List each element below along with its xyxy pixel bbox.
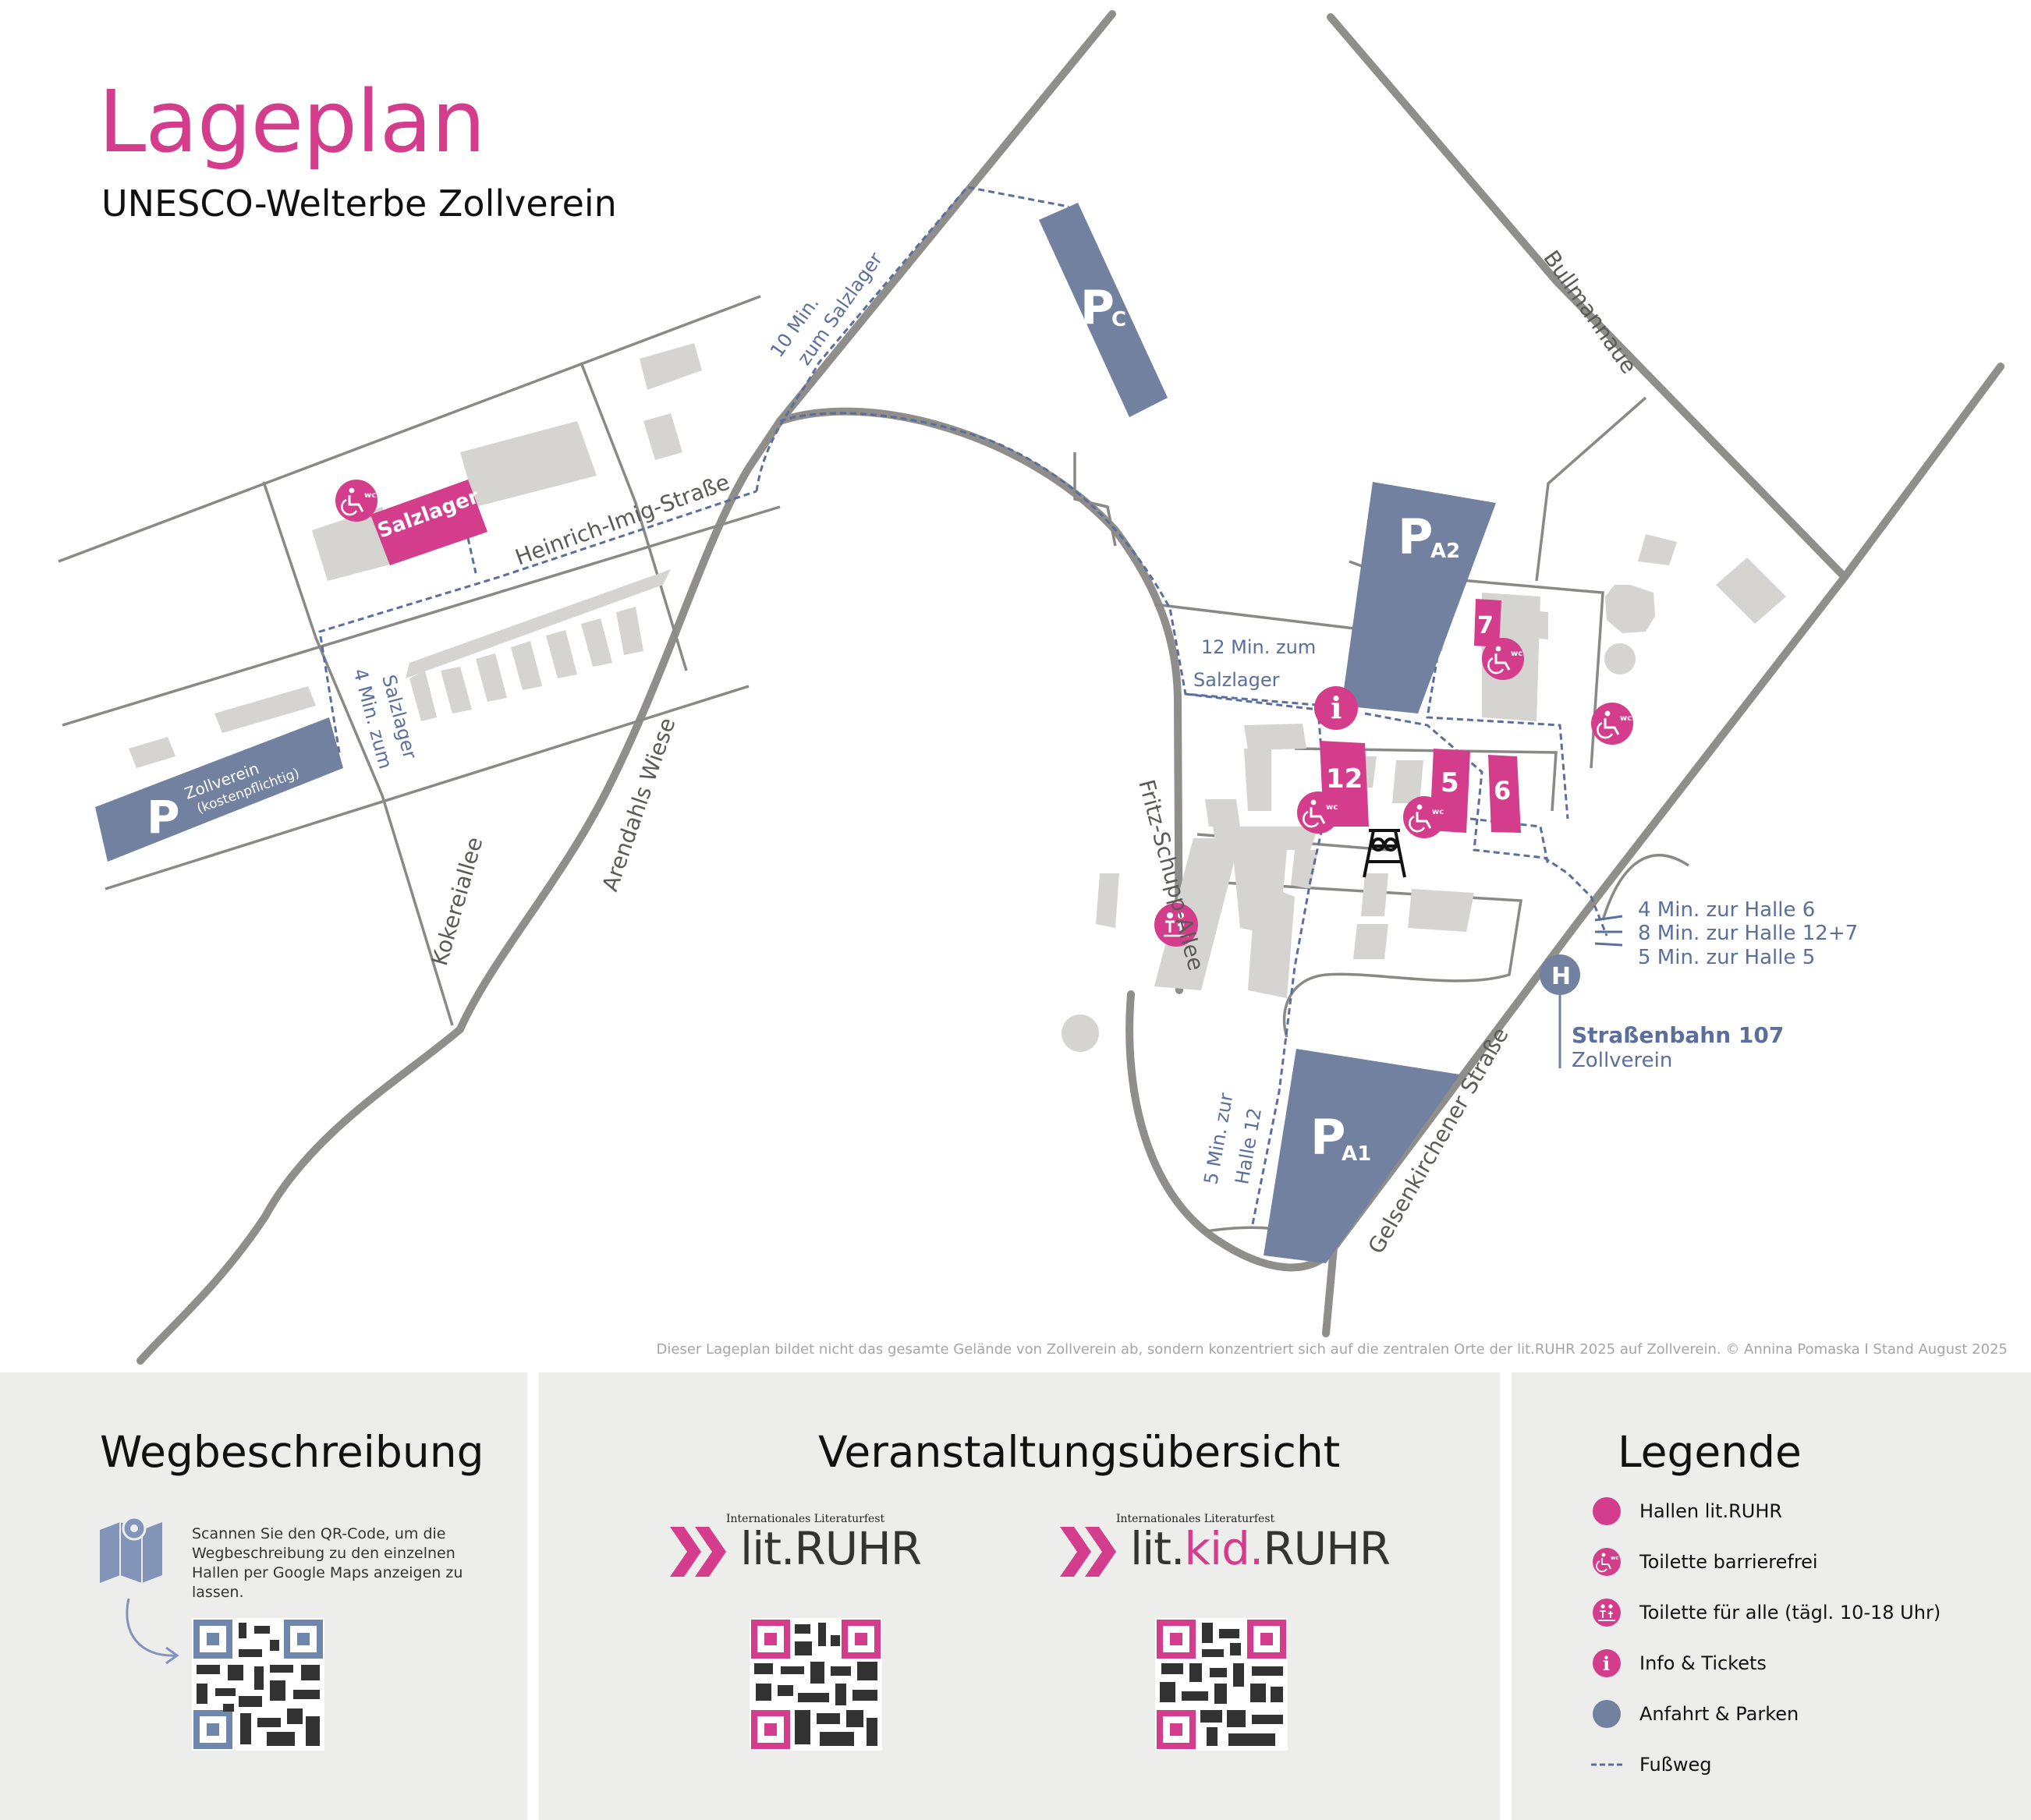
parking-letter: P: [1080, 281, 1115, 335]
legend-item: wc Toilette barrierefrei: [1590, 1546, 1818, 1577]
parking-pa2[interactable]: P A2: [1342, 482, 1496, 713]
parking-sub: A1: [1342, 1142, 1371, 1166]
map-credit: Dieser Lageplan bildet nicht das gesamte…: [656, 1341, 2008, 1358]
tram-stop-label: Zollverein: [1572, 1049, 1672, 1072]
parking-zollverein[interactable]: P Zollverein (kostenpflichtig): [95, 717, 343, 862]
hall-label: 7: [1477, 612, 1494, 639]
parking-pc[interactable]: P C: [1039, 203, 1168, 417]
svg-text:i: i: [1603, 1652, 1610, 1675]
chevron-logo-icon: [670, 1527, 726, 1577]
legend-label: Anfahrt & Parken: [1639, 1703, 1799, 1725]
dashed-line-icon: [1591, 1763, 1622, 1766]
blue-dot-icon: [1593, 1700, 1621, 1728]
tram-arrows: [1594, 915, 1623, 947]
tram-stop-icon[interactable]: H: [1540, 954, 1580, 1068]
map-pin-icon: [100, 1516, 162, 1583]
panel-wegbeschreibung: Wegbeschreibung Scannen Sie den QR-Code,…: [0, 1372, 527, 1820]
arrow-icon: [126, 1598, 179, 1665]
road-label: Kokereiallee: [427, 834, 487, 968]
info-letter: i: [1331, 690, 1342, 725]
svg-text:wc: wc: [1611, 1555, 1619, 1561]
walk-label: Salzlager: [1193, 669, 1280, 691]
accessible-toilet-icon: wc: [1593, 1548, 1621, 1576]
parking-sub: A2: [1430, 540, 1460, 563]
qr-code-wegbeschreibung[interactable]: [192, 1618, 324, 1751]
page-title: Lageplan: [98, 72, 486, 172]
legend-item: Toilette für alle (tägl. 10-18 Uhr): [1590, 1597, 1941, 1628]
hall-label: 5: [1441, 767, 1459, 798]
logo-tagline: Internationales Literaturfest: [1116, 1513, 1275, 1525]
walk-label: 8 Min. zur Halle 12+7: [1638, 922, 1858, 945]
page-subtitle: UNESCO-Welterbe Zollverein: [101, 182, 617, 225]
legend-label: Toilette für alle (tägl. 10-18 Uhr): [1639, 1602, 1941, 1623]
parking-letter: P: [147, 791, 180, 844]
logo-ruhr: RUHR: [794, 1522, 922, 1575]
road-label: Bullmannaue: [1538, 246, 1642, 378]
pink-dot-icon: [1593, 1497, 1621, 1525]
toilet-for-all-icon: [1154, 903, 1198, 947]
hall-label: 12: [1326, 763, 1363, 795]
legend-item: Anfahrt & Parken: [1590, 1698, 1799, 1730]
wegbeschreibung-text: Scannen Sie den QR-Code, um die Wegbesch…: [192, 1525, 463, 1601]
buildings: [129, 343, 1786, 1052]
logo-lit: lit.: [1130, 1522, 1185, 1575]
hall-6[interactable]: 6: [1488, 755, 1521, 833]
legend-item: Fußweg: [1590, 1749, 1711, 1780]
walk-label: 12 Min. zum: [1201, 636, 1316, 658]
walk-label: Halle 12: [1231, 1107, 1266, 1186]
panel-legende: Legende Hallen lit.RUHR wc Toilette barr…: [1512, 1372, 2031, 1820]
parking-letter: P: [1310, 1109, 1345, 1166]
qr-code-lit-ruhr[interactable]: [750, 1618, 882, 1751]
walk-label: 5 Min. zur: [1200, 1091, 1237, 1186]
panel-veranstaltung: Veranstaltungsübersicht Internationales …: [539, 1372, 1500, 1820]
road-label: Arendahls Wiese: [597, 714, 680, 894]
legend-label: Fußweg: [1639, 1754, 1712, 1776]
panel-title: Legende: [1618, 1427, 1802, 1477]
tram-line-label: Straßenbahn 107: [1572, 1022, 1784, 1048]
toilet-for-all-icon: [1593, 1599, 1621, 1627]
legend-label: Info & Tickets: [1639, 1652, 1767, 1674]
panel-title: Wegbeschreibung: [100, 1427, 484, 1477]
site-map: wc: [58, 10, 2004, 1365]
info-icon: i: [1593, 1649, 1621, 1677]
hall-7[interactable]: 7: [1474, 599, 1501, 647]
legend-label: Hallen lit.RUHR: [1639, 1500, 1783, 1522]
legend-label: Toilette barrierefrei: [1639, 1551, 1818, 1573]
qr-code-lit-kid-ruhr[interactable]: [1155, 1618, 1288, 1751]
roads: [136, 10, 2004, 1365]
parking-letter: P: [1398, 508, 1433, 565]
headframe-icon: [1363, 829, 1406, 878]
legend-item: Hallen lit.RUHR: [1590, 1496, 1782, 1527]
hall-label: 6: [1494, 776, 1511, 806]
panel-title: Veranstaltungsübersicht: [818, 1427, 1341, 1477]
logo-lit: lit.: [740, 1522, 795, 1575]
legend-item: i Info & Tickets: [1590, 1648, 1767, 1679]
lit-kid-ruhr-logo[interactable]: lit.kid.RUHR: [1130, 1522, 1391, 1575]
info-icon[interactable]: i: [1314, 686, 1358, 730]
lit-ruhr-logo[interactable]: lit.RUHR: [740, 1522, 922, 1575]
parking-pa1[interactable]: P A1: [1264, 1049, 1460, 1263]
chevron-logo-icon: [1060, 1527, 1116, 1577]
parking-sub: C: [1111, 308, 1126, 331]
walk-label: 5 Min. zur Halle 5: [1638, 946, 1815, 969]
hall-salzlager[interactable]: Salzlager: [370, 480, 487, 565]
logo-tagline: Internationales Literaturfest: [726, 1513, 885, 1525]
walk-label: 4 Min. zur Halle 6: [1638, 898, 1815, 922]
tram-letter: H: [1551, 963, 1571, 990]
logo-ruhr: RUHR: [1263, 1522, 1391, 1575]
logo-kid: kid.: [1184, 1522, 1264, 1575]
